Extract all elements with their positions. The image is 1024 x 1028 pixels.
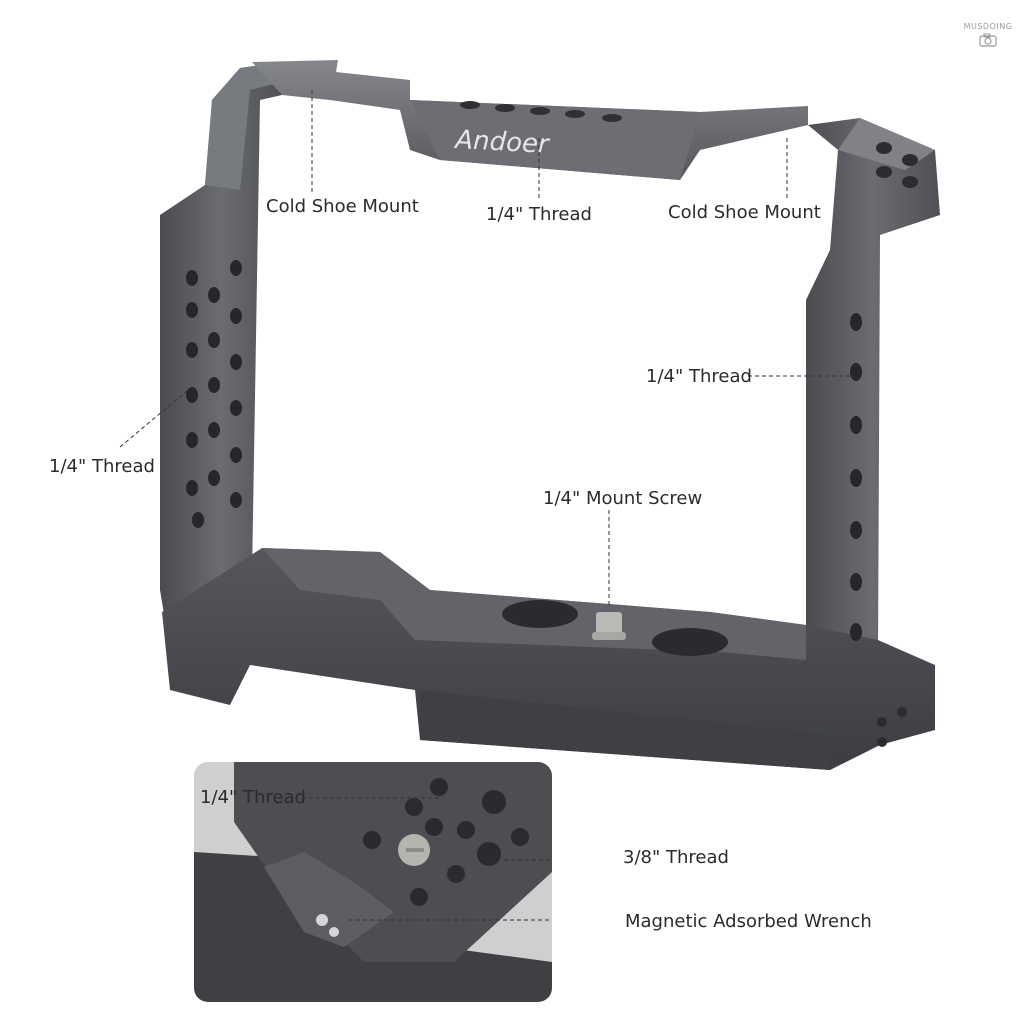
brand-engraving: Andoer	[453, 125, 552, 160]
inset-callout-wrench: Magnetic Adsorbed Wrench	[625, 911, 872, 932]
camera-icon	[979, 33, 997, 47]
right-side-frame	[806, 118, 940, 690]
callout-cold-shoe-left: Cold Shoe Mount	[266, 196, 419, 217]
callout-cold-shoe-right: Cold Shoe Mount	[668, 202, 821, 223]
top-thread-holes	[460, 101, 622, 122]
right-thread-holes	[850, 313, 862, 641]
inset-closeup-illustration	[194, 762, 552, 1002]
inset-thread-holes	[363, 778, 529, 906]
left-thread-holes	[186, 260, 242, 528]
mount-screw	[596, 612, 622, 636]
inset-callout-quarter-thread: 1/4" Thread	[200, 787, 306, 808]
callout-leader-lines	[119, 90, 850, 608]
watermark-text: MUSDOING	[963, 22, 1013, 31]
inset-leader-lines	[302, 797, 552, 921]
callout-mount-screw: 1/4" Mount Screw	[543, 488, 703, 509]
callout-thread-top: 1/4" Thread	[486, 204, 592, 225]
callout-thread-right: 1/4" Thread	[646, 366, 752, 387]
detail-inset	[194, 762, 552, 1002]
inset-callout-three-eighths-thread: 3/8" Thread	[623, 847, 729, 868]
watermark: MUSDOING	[958, 22, 1018, 49]
bottom-base-plate	[162, 548, 935, 770]
rubber-pad-right	[652, 628, 728, 656]
inset-plate	[234, 762, 552, 962]
callout-thread-left: 1/4" Thread	[49, 456, 155, 477]
rubber-pad-left	[502, 600, 578, 628]
